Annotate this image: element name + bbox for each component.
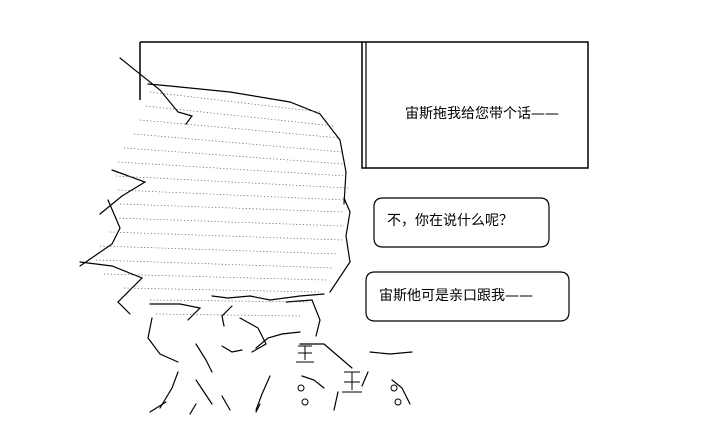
speech-bubble-2	[365, 271, 570, 322]
caption-box	[139, 41, 589, 169]
speech-bubble-1-text: 不，你在说什么呢？	[387, 213, 513, 229]
speech-bubble-1	[373, 197, 550, 248]
speech-bubble-2-text: 宙斯他可是亲口跟我——	[379, 288, 533, 304]
caption-panel	[362, 42, 588, 168]
caption-text: 宙斯拖我给您带个话——	[405, 106, 559, 122]
